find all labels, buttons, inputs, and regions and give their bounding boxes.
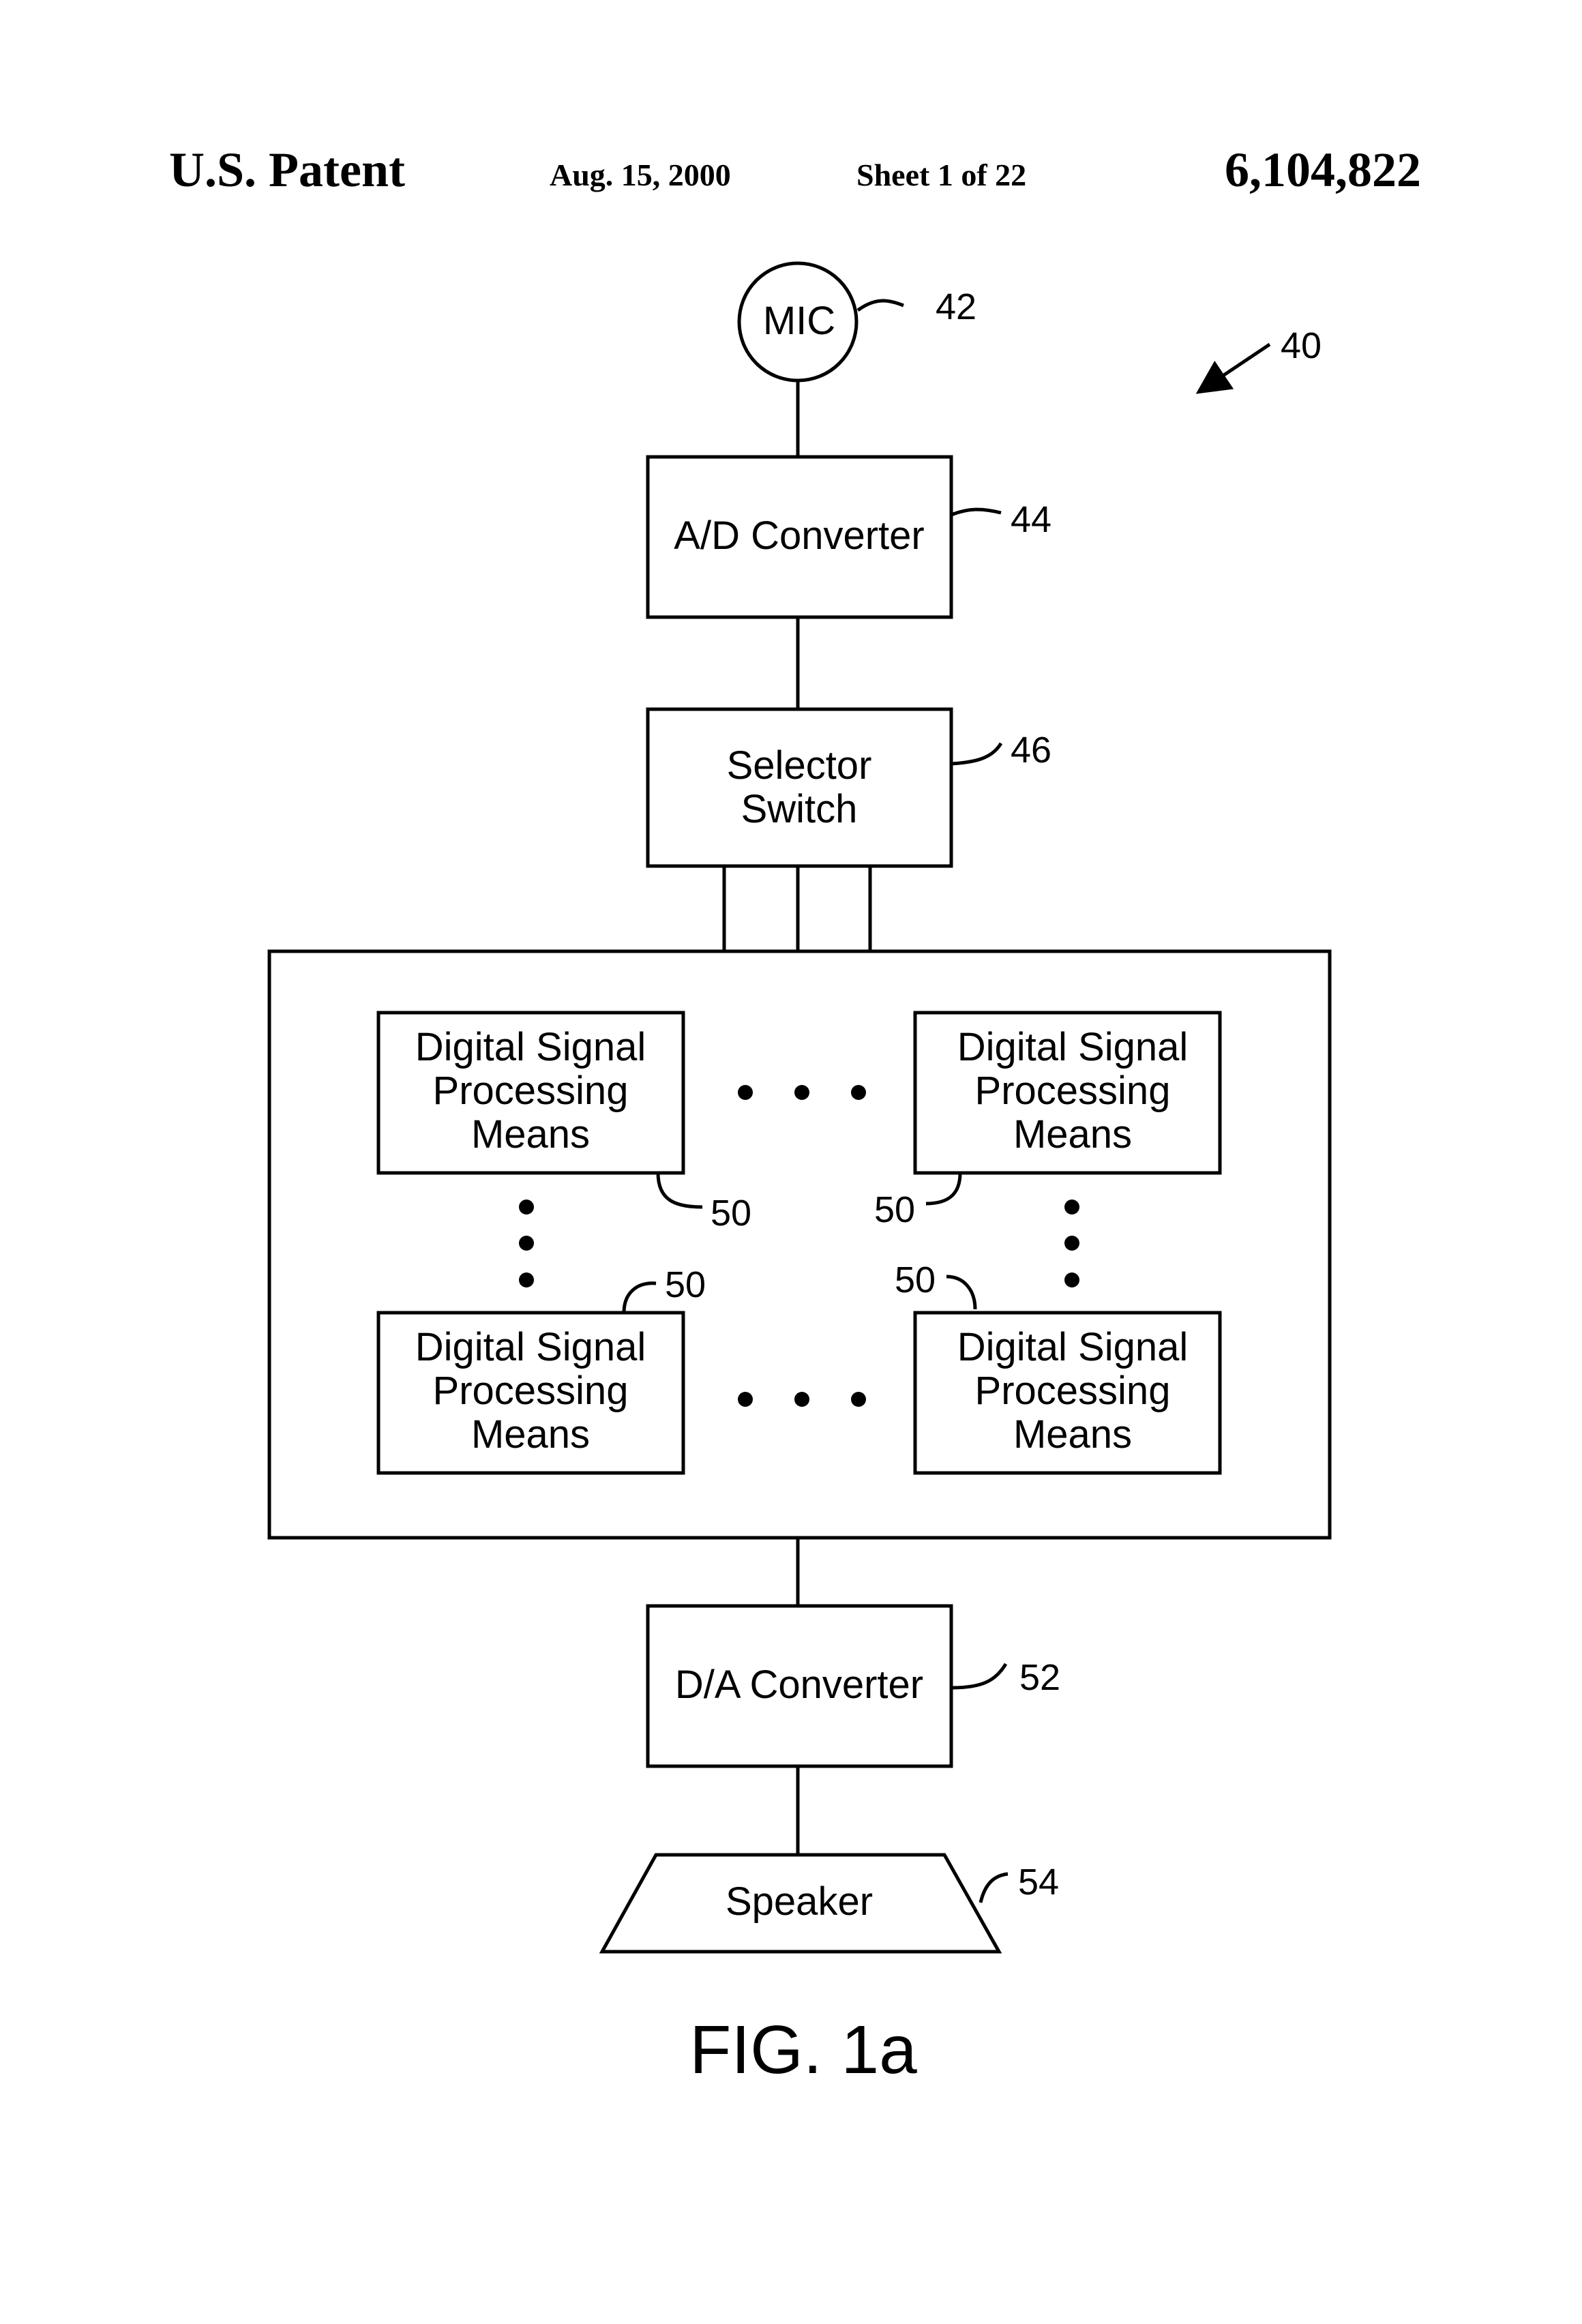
- dsp-label-line2: Processing: [433, 1369, 629, 1413]
- dsp-label-line2: Processing: [975, 1369, 1171, 1413]
- dsp-label-line3: Means: [471, 1112, 590, 1157]
- selector-switch-ref-number: 46: [1011, 730, 1051, 771]
- dsp-label-line3: Means: [471, 1412, 590, 1457]
- ellipsis-dot: [519, 1200, 534, 1215]
- speaker-ref-leader: [981, 1874, 1008, 1903]
- system-ref-number: 40: [1281, 325, 1322, 366]
- ellipsis-dot: [851, 1085, 866, 1100]
- dsp-ref-leader-4: [946, 1277, 975, 1309]
- ellipsis-dot: [851, 1392, 866, 1407]
- ellipsis-dot: [794, 1085, 809, 1100]
- dsp-ref-number: 50: [711, 1193, 751, 1234]
- dsp-ref-number: 50: [895, 1260, 936, 1300]
- ellipsis-dot: [1064, 1272, 1079, 1287]
- figure-label: FIG. 1a: [689, 2012, 917, 2088]
- speaker-label: Speaker: [726, 1879, 873, 1924]
- da-converter-ref-number: 52: [1019, 1657, 1060, 1698]
- ellipsis-dot: [1064, 1236, 1079, 1251]
- selector-ref-leader: [951, 743, 1001, 764]
- dsp-label-line1: Digital Signal: [415, 1025, 646, 1069]
- ellipsis-dot: [738, 1085, 753, 1100]
- selector-switch-label-line2: Switch: [741, 787, 858, 831]
- dsp-ref-number: 50: [665, 1264, 706, 1305]
- dsp-ref-leader-3: [624, 1283, 656, 1313]
- ellipsis-dot: [1064, 1200, 1079, 1215]
- mic-label: MIC: [763, 299, 835, 343]
- dsp-label-line2: Processing: [975, 1069, 1171, 1113]
- dsp-label-line3: Means: [1013, 1112, 1132, 1157]
- ad-converter-label: A/D Converter: [674, 513, 924, 558]
- dsp-ref-number: 50: [874, 1189, 915, 1230]
- da-ref-leader: [951, 1664, 1006, 1688]
- dsp-label-line1: Digital Signal: [957, 1325, 1189, 1369]
- ellipsis-dot: [519, 1272, 534, 1287]
- selector-switch-label-line1: Selector: [727, 743, 872, 788]
- ellipsis-dot: [794, 1392, 809, 1407]
- da-converter-label: D/A Converter: [675, 1663, 923, 1707]
- speaker-ref-number: 54: [1018, 1862, 1059, 1903]
- dsp-label-line1: Digital Signal: [415, 1325, 646, 1369]
- dsp-ref-leader-2: [926, 1173, 960, 1204]
- ad-converter-ref-number: 44: [1011, 499, 1051, 540]
- ellipsis-dot: [738, 1392, 753, 1407]
- dsp-label-line1: Digital Signal: [957, 1025, 1189, 1069]
- system-ref-arrow: [1202, 344, 1270, 390]
- dsp-ref-leader-1: [658, 1173, 702, 1207]
- ellipsis-dot: [519, 1236, 534, 1251]
- ad-ref-leader: [951, 509, 1001, 515]
- mic-ref-number: 42: [936, 286, 976, 327]
- dsp-label-line2: Processing: [433, 1069, 629, 1113]
- dsp-label-line3: Means: [1013, 1412, 1132, 1457]
- mic-ref-leader: [858, 301, 904, 310]
